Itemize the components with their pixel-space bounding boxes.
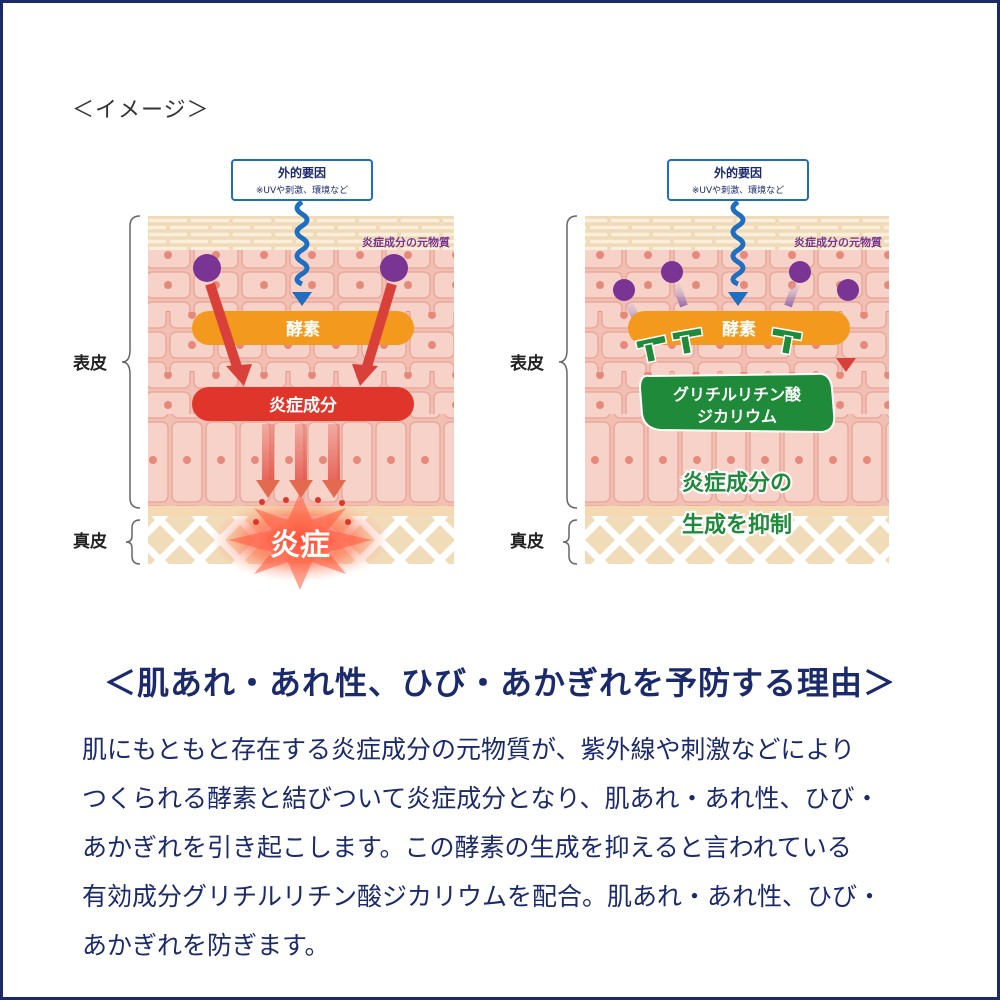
precursor-dot: [613, 279, 635, 301]
external-factor-box: [667, 159, 809, 201]
epidermis-label: 表皮: [510, 353, 544, 374]
precursor-dot: [789, 261, 811, 283]
body-line: 有効成分グリチルリチン酸ジカリウムを配合。肌あれ・あれ性、ひび・: [82, 882, 883, 911]
beam-head-3: [322, 480, 346, 498]
basement-membrane: [585, 506, 889, 516]
precursor-dot-left: [193, 254, 221, 282]
result-line1: 炎症成分の: [682, 470, 792, 496]
ingredient-blob: [638, 372, 836, 434]
section-heading: ＜肌あれ・あれ性、ひび・あかぎれを予防する理由＞: [103, 664, 896, 702]
beam-1: [262, 424, 274, 482]
burst-star: [228, 492, 372, 590]
result-line2: 生成を抑制: [682, 513, 792, 538]
precursor-label: 炎症成分の元物質: [362, 235, 450, 249]
dermis-bracket: [562, 519, 578, 565]
precursor-dot-right: [380, 254, 408, 282]
skin-diagram: 外的要因 ※UVや刺激、環境など 炎症成分の元物質 酵素 炎症成分: [73, 159, 889, 590]
dermis-label: 真皮: [73, 531, 107, 552]
stratum-corneum: [148, 216, 454, 250]
faded-arrow-head: [836, 358, 856, 372]
arrow-right: [361, 282, 397, 372]
inflammation-dots: [253, 497, 351, 525]
uv-arrowhead: [292, 292, 312, 306]
faded-arrow: [672, 282, 688, 308]
uv-wave: [294, 199, 310, 287]
epidermis-label: 表皮: [73, 353, 107, 374]
external-factor-title: 外的要因: [714, 165, 762, 180]
body-line: あかぎれを防ぎます。: [82, 931, 330, 960]
faded-arrow: [784, 282, 800, 308]
body-line: あかぎれを引き起こします。この酵素の生成を抑えると言われている: [82, 833, 852, 862]
precursor-label: 炎症成分の元物質: [794, 235, 882, 249]
beam-2: [295, 424, 307, 482]
arrow-right-head: [352, 364, 378, 386]
external-factor-box: [231, 159, 373, 201]
beam-head-2: [289, 480, 313, 498]
uv-arrowhead: [728, 292, 748, 306]
precursor-dot: [661, 261, 683, 283]
epidermis-bracket: [558, 215, 578, 509]
enzyme-label: 酵素: [722, 319, 756, 340]
image-label: ＜イメージ＞: [72, 98, 210, 123]
epidermis-bracket: [121, 215, 141, 509]
body-text: 肌にもともと存在する炎症成分の元物質が、紫外線や刺激などにより つくられる酵素と…: [82, 725, 932, 970]
dermis-lattice: [585, 516, 889, 564]
inflammation-label: 炎症: [270, 528, 330, 563]
body-line: つくられる酵素と結びついて炎症成分となり、肌あれ・あれ性、ひび・: [82, 784, 880, 813]
inflammatory-pill: [192, 387, 414, 421]
left-panel: 外的要因 ※UVや刺激、環境など 炎症成分の元物質 酵素 炎症成分: [73, 159, 454, 590]
inflammatory-label: 炎症成分: [269, 395, 337, 416]
stratum-corneum: [585, 216, 889, 250]
external-factor-sub: ※UVや刺激、環境など: [692, 184, 784, 196]
beam-head-1: [256, 480, 280, 498]
arrow-left: [205, 282, 243, 372]
inhibitor-markers: [634, 326, 804, 364]
dermis-label: 真皮: [510, 531, 544, 552]
enzyme-pill: [192, 311, 414, 345]
body-line: 肌にもともと存在する炎症成分の元物質が、紫外線や刺激などにより: [82, 735, 856, 764]
uv-wave: [730, 199, 746, 287]
external-factor-title: 外的要因: [278, 165, 326, 180]
right-panel: 外的要因 ※UVや刺激、環境など 炎症成分の元物質 酵素 グリチルリチン酸: [510, 159, 889, 565]
external-factor-sub: ※UVや刺激、環境など: [256, 184, 348, 196]
precursor-dot: [837, 279, 859, 301]
ingredient-line2: ジカリウム: [697, 407, 777, 426]
dermis-bracket: [125, 519, 141, 565]
beam-3: [328, 424, 340, 482]
arrow-left-head: [226, 364, 252, 386]
enzyme-label: 酵素: [286, 319, 320, 340]
ingredient-line1: グリチルリチン酸: [673, 385, 802, 404]
